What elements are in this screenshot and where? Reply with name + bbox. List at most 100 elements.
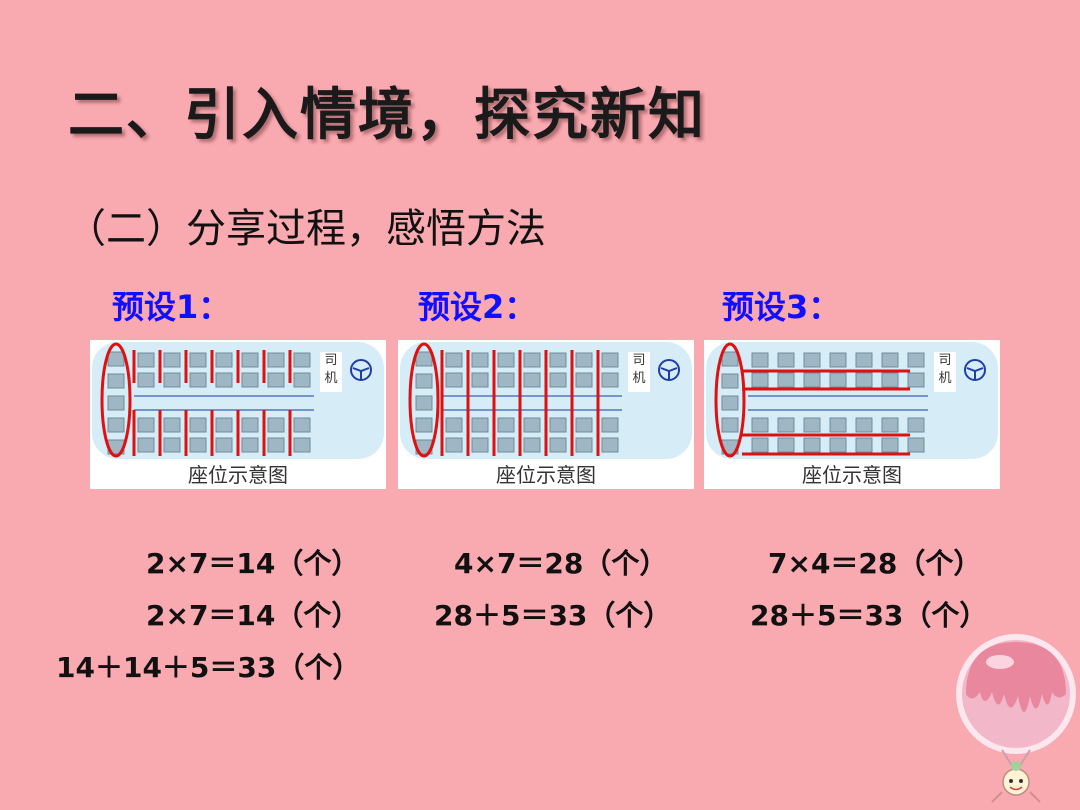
seat xyxy=(215,437,233,453)
seat-diagram-3: 司机 座位示意图 xyxy=(704,340,1000,489)
seat xyxy=(881,352,899,368)
seat xyxy=(523,372,541,388)
seat xyxy=(163,437,181,453)
seat xyxy=(415,373,433,389)
seat xyxy=(267,352,285,368)
seat xyxy=(575,372,593,388)
seat xyxy=(777,417,795,433)
seat xyxy=(415,351,433,367)
seat xyxy=(721,417,739,433)
seat xyxy=(107,373,125,389)
bus-seat-map-3 xyxy=(706,342,998,459)
seat xyxy=(189,417,207,433)
seat xyxy=(163,372,181,388)
seat xyxy=(107,417,125,433)
seat xyxy=(241,437,259,453)
seat xyxy=(721,395,739,411)
seat-diagram-1: 司机 座位示意图 xyxy=(90,340,386,489)
seat xyxy=(163,417,181,433)
seat xyxy=(107,351,125,367)
seat xyxy=(445,352,463,368)
seat xyxy=(471,372,489,388)
preset-2-label: 预设2： xyxy=(418,288,537,326)
seat xyxy=(445,372,463,388)
bus-seat-map-1 xyxy=(92,342,384,459)
steering-wheel-icon xyxy=(964,359,986,381)
seat xyxy=(721,373,739,389)
seat xyxy=(803,417,821,433)
seat xyxy=(241,352,259,368)
seat xyxy=(721,351,739,367)
seat xyxy=(575,437,593,453)
seat xyxy=(829,417,847,433)
steering-wheel-icon xyxy=(658,359,680,381)
seat xyxy=(907,417,925,433)
equation-1-1: 2×7＝14（个） xyxy=(146,547,360,580)
seat xyxy=(601,437,619,453)
seat xyxy=(293,352,311,368)
seat xyxy=(215,417,233,433)
seat xyxy=(777,352,795,368)
seat xyxy=(907,372,925,388)
seat xyxy=(855,437,873,453)
seat xyxy=(267,372,285,388)
equation-2-2: 28＋5＝33（个） xyxy=(434,599,672,632)
seat xyxy=(575,417,593,433)
seat xyxy=(829,437,847,453)
seat xyxy=(189,372,207,388)
seat xyxy=(803,352,821,368)
seat xyxy=(137,352,155,368)
seat xyxy=(293,437,311,453)
seat xyxy=(549,437,567,453)
driver-label: 司机 xyxy=(320,352,342,392)
seat xyxy=(549,417,567,433)
seat xyxy=(601,417,619,433)
balloon-mascot xyxy=(956,634,1076,803)
seat xyxy=(137,417,155,433)
seat xyxy=(803,372,821,388)
seat xyxy=(601,352,619,368)
seat xyxy=(523,417,541,433)
seat xyxy=(415,395,433,411)
seat xyxy=(907,352,925,368)
seat xyxy=(751,417,769,433)
seat xyxy=(829,352,847,368)
seat xyxy=(907,437,925,453)
seat xyxy=(549,372,567,388)
slide-title: 二、引入情境，探究新知 xyxy=(68,82,706,148)
seat xyxy=(777,437,795,453)
seat xyxy=(189,352,207,368)
seat xyxy=(601,372,619,388)
seat xyxy=(549,352,567,368)
seat xyxy=(881,417,899,433)
seat xyxy=(881,437,899,453)
seat xyxy=(163,352,181,368)
seat xyxy=(497,372,515,388)
seat xyxy=(471,417,489,433)
seat xyxy=(445,417,463,433)
seat xyxy=(107,395,125,411)
equation-1-3: 14＋14＋5＝33（个） xyxy=(56,651,361,684)
seat xyxy=(267,417,285,433)
seat xyxy=(575,352,593,368)
seat xyxy=(881,372,899,388)
equation-1-2: 2×7＝14（个） xyxy=(146,599,360,632)
seat xyxy=(241,372,259,388)
seat-diagram-2: 司机 座位示意图 xyxy=(398,340,694,489)
seat xyxy=(267,437,285,453)
driver-label: 司机 xyxy=(934,352,956,392)
seat xyxy=(189,437,207,453)
seat xyxy=(523,352,541,368)
equation-2-1: 4×7＝28（个） xyxy=(454,547,668,580)
seat xyxy=(137,437,155,453)
seat xyxy=(751,372,769,388)
seat xyxy=(471,437,489,453)
seat xyxy=(855,372,873,388)
diagram-caption: 座位示意图 xyxy=(188,463,288,487)
seat xyxy=(497,417,515,433)
slide-subtitle: （二）分享过程，感悟方法 xyxy=(66,206,546,252)
equation-3-2: 28＋5＝33（个） xyxy=(750,599,988,632)
seat xyxy=(751,437,769,453)
seat xyxy=(855,417,873,433)
bus-seat-map-2 xyxy=(400,342,692,459)
